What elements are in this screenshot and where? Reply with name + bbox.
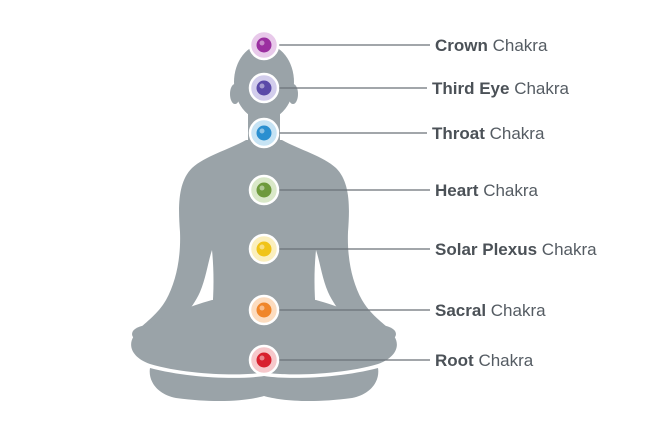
chakra-highlight [259, 128, 265, 134]
chakra-highlight [259, 305, 265, 311]
chakra-third-eye: Third Eye Chakra [248, 72, 570, 104]
chakra-highlight [259, 185, 265, 191]
chakra-label: Third Eye Chakra [432, 79, 570, 98]
chakra-label-name: Root [435, 351, 474, 370]
chakra-label-name: Crown [435, 36, 488, 55]
chakra-label-suffix: Chakra [474, 351, 534, 370]
chakra-label-name: Solar Plexus [435, 240, 537, 259]
chakra-label-name: Throat [432, 124, 485, 143]
chakra-heart: Heart Chakra [248, 174, 539, 206]
chakra-label: Heart Chakra [435, 181, 539, 200]
chakra-dot [256, 80, 272, 96]
chakra-dot [256, 37, 272, 53]
chakra-dot [256, 352, 272, 368]
chakra-label-name: Heart [435, 181, 479, 200]
chakra-label-suffix: Chakra [478, 181, 538, 200]
chakra-dot [256, 182, 272, 198]
chakra-label: Throat Chakra [432, 124, 545, 143]
chakra-label-suffix: Chakra [485, 124, 545, 143]
chakra-root: Root Chakra [248, 344, 534, 376]
chakra-crown: Crown Chakra [248, 29, 548, 61]
chakra-label-name: Sacral [435, 301, 486, 320]
chakra-dot [256, 302, 272, 318]
chakra-label-suffix: Chakra [537, 240, 597, 259]
chakra-label: Root Chakra [435, 351, 534, 370]
chakra-throat: Throat Chakra [248, 117, 545, 149]
chakra-label-suffix: Chakra [488, 36, 548, 55]
chakra-label: Crown Chakra [435, 36, 548, 55]
chakra-label: Sacral Chakra [435, 301, 546, 320]
chakra-label-suffix: Chakra [486, 301, 546, 320]
chakra-highlight [259, 83, 265, 89]
chakra-highlight [259, 244, 265, 250]
chakra-solar-plexus: Solar Plexus Chakra [248, 233, 597, 265]
chakra-label: Solar Plexus Chakra [435, 240, 597, 259]
chakra-highlight [259, 40, 265, 46]
chakra-dot [256, 241, 272, 257]
chakra-highlight [259, 355, 265, 361]
chakra-dot [256, 125, 272, 141]
chakra-sacral: Sacral Chakra [248, 294, 546, 326]
chakra-label-suffix: Chakra [509, 79, 569, 98]
chakra-label-name: Third Eye [432, 79, 509, 98]
